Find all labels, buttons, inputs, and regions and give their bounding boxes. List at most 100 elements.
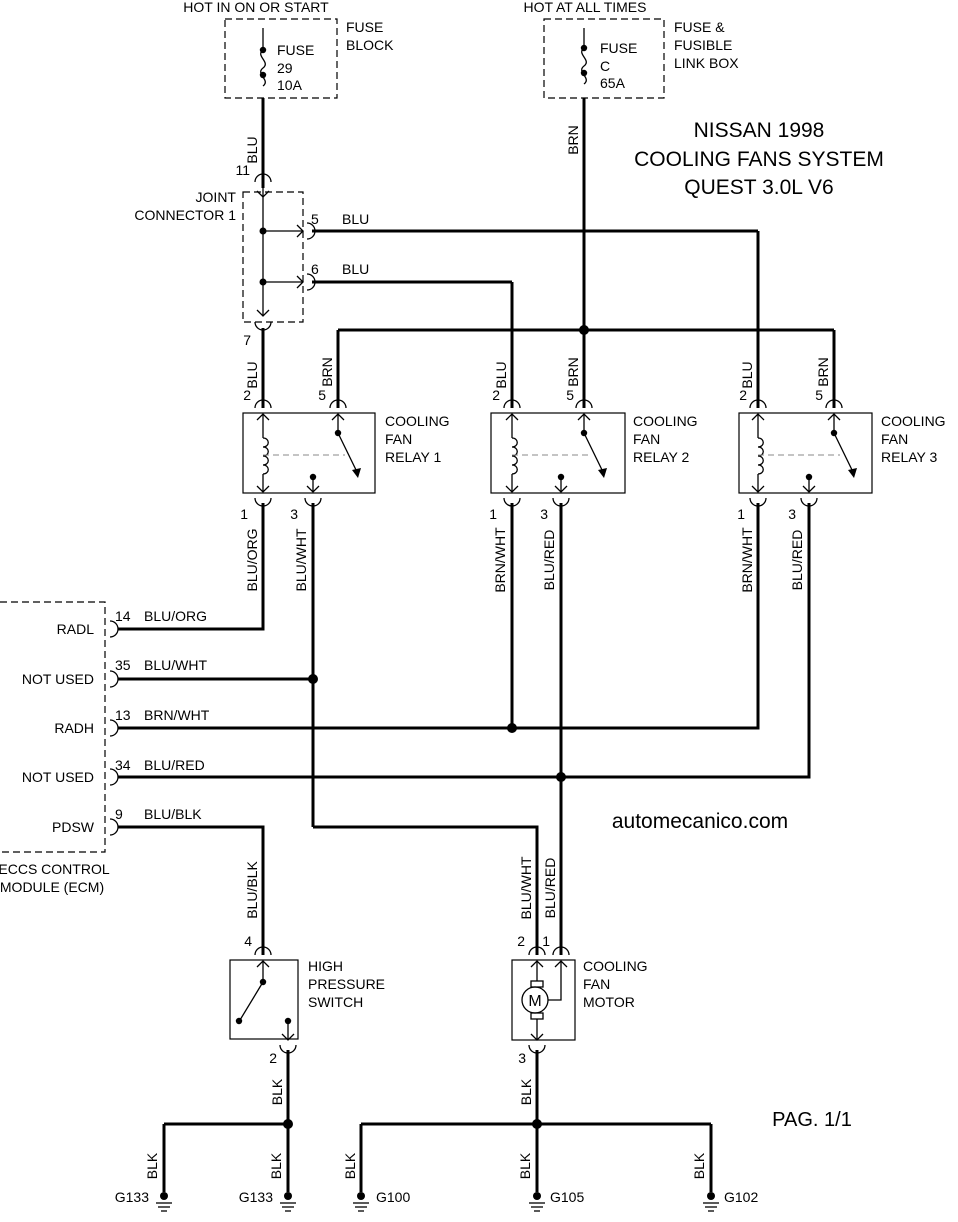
relay-3-name-3: RELAY 3 bbox=[881, 449, 938, 465]
ground-4-wire: BLK bbox=[517, 1152, 533, 1179]
ground-4-icon bbox=[529, 1192, 545, 1212]
joint-pin-11: 11 bbox=[235, 162, 250, 178]
relay-3-body bbox=[738, 412, 873, 494]
pressure-switch-body bbox=[229, 959, 299, 1040]
cooling-fan-relay-3: BLU BRN 2 5 1 3 BRN/WHT BLU/RED COOLING … bbox=[737, 357, 945, 592]
relay-2-name-3: RELAY 2 bbox=[633, 449, 690, 465]
motor-in-wire-b: BLU/RED bbox=[542, 858, 558, 919]
relay-3-symbol-icon bbox=[749, 399, 857, 507]
joint-bus-icon bbox=[254, 173, 316, 331]
ecm-pin-35: 35 bbox=[115, 657, 131, 673]
ground-5-name: G102 bbox=[724, 1189, 758, 1205]
fuse-block-header: HOT IN ON OR START bbox=[183, 0, 329, 15]
relay-2-symbol-icon bbox=[503, 399, 607, 507]
splice-brn-wht bbox=[507, 723, 517, 733]
relay-2-coil-wire: BLU bbox=[493, 361, 509, 388]
relay-1-switch-wire: BRN bbox=[319, 357, 335, 387]
motor-name-1: COOLING bbox=[583, 958, 648, 974]
relay-output-wires bbox=[118, 503, 811, 955]
fuse-c-icon bbox=[580, 28, 588, 85]
relay-1-pin-5: 5 bbox=[318, 387, 326, 403]
ground-3-icon bbox=[353, 1192, 369, 1212]
ground-g133-b: BLK G133 bbox=[239, 1152, 296, 1212]
relay-3-name-2: FAN bbox=[881, 431, 908, 447]
fuse-29-line-2: 29 bbox=[277, 60, 293, 76]
motor-symbol-letter: M bbox=[528, 993, 541, 1010]
ground-1-wire: BLK bbox=[144, 1152, 160, 1179]
relay-2-body bbox=[490, 412, 626, 494]
cooling-fan-relay-2: BLU BRN 2 5 1 3 BRN/WHT BLU/RED COOLING … bbox=[489, 357, 697, 592]
ecm-pin-label-radl: RADL bbox=[57, 621, 95, 637]
pressure-switch-name-2: PRESSURE bbox=[308, 976, 385, 992]
high-pressure-switch: BLU/BLK 4 HIGH PRESSURE SWITCH 2 BLK bbox=[229, 861, 385, 1105]
ecm-pin-label-pdsw: PDSW bbox=[52, 819, 95, 835]
link-box-outline bbox=[543, 18, 665, 99]
relay-2-pin-5: 5 bbox=[566, 387, 574, 403]
joint-pin-7: 7 bbox=[243, 332, 251, 348]
relay-1-name-2: FAN bbox=[385, 431, 412, 447]
motor-body bbox=[511, 959, 576, 1041]
link-box-name-1: FUSE & bbox=[674, 19, 725, 35]
motor-pin-2: 2 bbox=[517, 933, 525, 949]
pressure-switch-in-wire: BLU/BLK bbox=[244, 861, 260, 919]
relay-2-name-1: COOLING bbox=[633, 413, 698, 429]
fusible-link-box: HOT AT ALL TIMES FUSE & FUSIBLE LINK BOX… bbox=[524, 0, 739, 99]
title-line-3: QUEST 3.0L V6 bbox=[684, 176, 833, 199]
relay-2-out3-wire: BLU/RED bbox=[541, 530, 557, 591]
fuse-block-name-2: BLOCK bbox=[346, 37, 394, 53]
cooling-fan-motor: BLU/WHT BLU/RED 2 1 COOLING FAN MOTOR M … bbox=[511, 856, 648, 1105]
title-line-1: NISSAN 1998 bbox=[694, 119, 825, 142]
wire-label-fuse29-blu: BLU bbox=[244, 136, 260, 163]
relay-1-name-1: COOLING bbox=[385, 413, 450, 429]
relay-1-pin-3: 3 bbox=[290, 506, 298, 522]
relay-1-pin-1: 1 bbox=[240, 506, 248, 522]
page-label: PAG. 1/1 bbox=[772, 1109, 852, 1131]
wire-label-linkbox-brn: BRN bbox=[565, 125, 581, 155]
relay-1-pin-2: 2 bbox=[243, 387, 251, 403]
relay-3-pin-3: 3 bbox=[788, 506, 796, 522]
ecm-pin-14: 14 bbox=[115, 608, 131, 624]
relay-3-pin-5: 5 bbox=[815, 387, 823, 403]
fuse-c-line-1: FUSE bbox=[600, 40, 637, 56]
ground-wires bbox=[162, 1050, 713, 1192]
fuse-c-line-2: C bbox=[600, 58, 610, 74]
ground-g133-a: BLK G133 bbox=[115, 1152, 172, 1212]
ecm-pin-9: 9 bbox=[115, 806, 123, 822]
motor-out-wire: BLK bbox=[518, 1078, 534, 1105]
relay-3-pin-1: 1 bbox=[737, 506, 745, 522]
pressure-switch-symbol-icon bbox=[235, 946, 297, 1054]
ecm-pin-label-34: NOT USED bbox=[22, 769, 94, 785]
splice-blu-wht bbox=[308, 674, 318, 684]
relay-1-coil-wire: BLU bbox=[244, 361, 260, 388]
pressure-switch-name-1: HIGH bbox=[308, 958, 343, 974]
ground-1-icon bbox=[156, 1192, 172, 1212]
ecm-wire-9: BLU/BLK bbox=[144, 806, 202, 822]
fuse-block-name-1: FUSE bbox=[346, 19, 383, 35]
ground-splice-right bbox=[532, 1119, 542, 1129]
motor-name-3: MOTOR bbox=[583, 994, 635, 1010]
diagram-title: NISSAN 1998 COOLING FANS SYSTEM QUEST 3.… bbox=[634, 119, 884, 199]
joint-pin-5: 5 bbox=[311, 211, 319, 227]
watermark: automecanico.com bbox=[612, 810, 788, 833]
cooling-fan-relay-1: BLU BRN 2 5 1 3 BLU/ORG BLU/WHT COOLING … bbox=[240, 357, 449, 591]
relay-2-pin-1: 1 bbox=[489, 506, 497, 522]
pressure-switch-pin-2: 2 bbox=[269, 1050, 277, 1066]
relay-3-pin-2: 2 bbox=[739, 387, 747, 403]
ecm-wire-35: BLU/WHT bbox=[144, 657, 207, 673]
link-box-name-3: LINK BOX bbox=[674, 55, 739, 71]
fuse-29-line-3: 10A bbox=[277, 77, 303, 93]
relay-1-body bbox=[242, 412, 376, 494]
ecm-wire-14: BLU/ORG bbox=[144, 608, 207, 624]
ecm-module: RADL NOT USED RADH NOT USED PDSW 14 35 1… bbox=[0, 601, 210, 895]
joint-pin-6: 6 bbox=[311, 261, 319, 277]
joint-connector-outline bbox=[242, 191, 304, 323]
ecm-name-1: ECCS CONTROL bbox=[0, 861, 110, 877]
ecm-wire-13: BRN/WHT bbox=[144, 707, 210, 723]
ecm-connector-icons bbox=[109, 620, 119, 836]
ecm-pin-label-35: NOT USED bbox=[22, 671, 94, 687]
ecm-wire-34: BLU/RED bbox=[144, 757, 205, 773]
relay-3-out3-wire: BLU/RED bbox=[789, 530, 805, 591]
relay-1-out3-wire: BLU/WHT bbox=[293, 528, 309, 591]
ground-4-name: G105 bbox=[550, 1189, 584, 1205]
relay-1-out1-wire: BLU/ORG bbox=[244, 528, 260, 591]
